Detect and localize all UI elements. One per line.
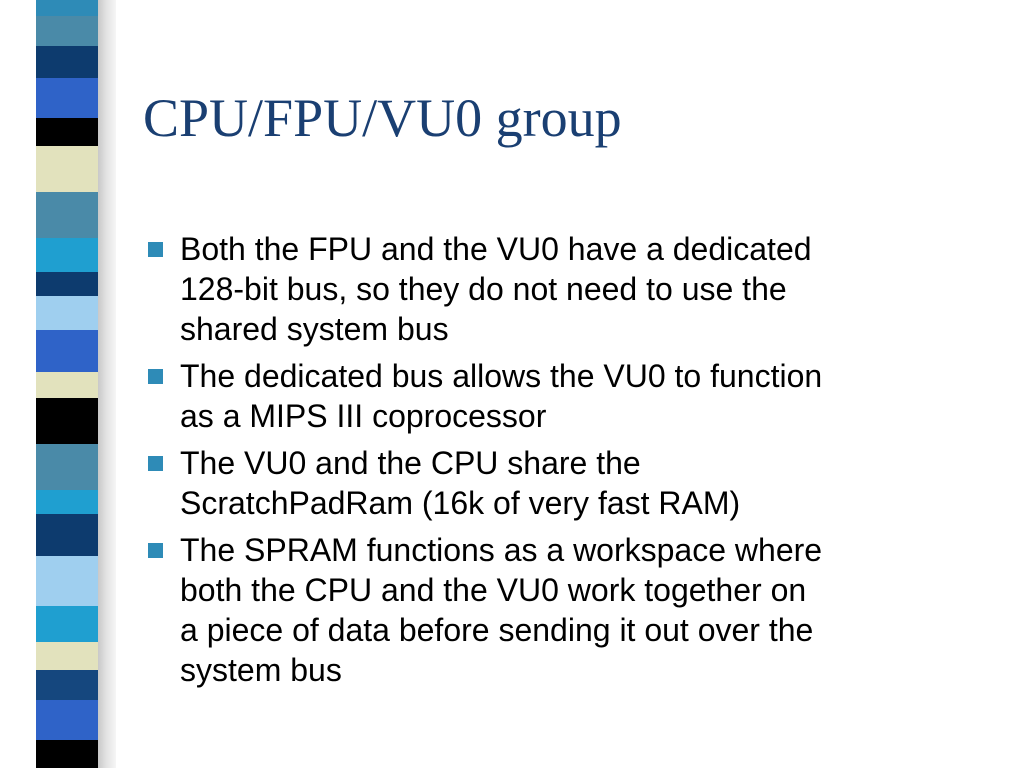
stripe-block xyxy=(36,118,98,146)
stripe-block xyxy=(36,0,98,16)
stripe-block xyxy=(36,16,98,46)
stripe-block xyxy=(36,606,98,642)
bullet-line: as a MIPS III coprocessor xyxy=(180,398,547,434)
bullet-line: Both the FPU and the VU0 have a dedicate… xyxy=(180,231,812,267)
bullet-line: ScratchPadRam (16k of very fast RAM) xyxy=(180,485,741,521)
bullet-line: system bus xyxy=(180,652,342,688)
stripe-block xyxy=(36,700,98,740)
square-bullet-icon xyxy=(148,456,163,471)
stripe-block xyxy=(36,670,98,700)
stripe-block xyxy=(36,556,98,606)
stripe-block xyxy=(36,192,98,238)
stripe-block xyxy=(36,642,98,670)
bullet-line: The SPRAM functions as a workspace where xyxy=(180,532,823,568)
stripe-block xyxy=(36,272,98,296)
bullet-line: both the CPU and the VU0 work together o… xyxy=(180,572,807,608)
stripe-block xyxy=(36,330,98,372)
stripe-block xyxy=(36,490,98,514)
bullet-line: 128-bit bus, so they do not need to use … xyxy=(180,271,787,307)
stripe-block xyxy=(36,46,98,78)
stripe-block xyxy=(36,238,98,272)
bullet-item: The SPRAM functions as a workspace where… xyxy=(146,530,996,690)
bullet-line: The dedicated bus allows the VU0 to func… xyxy=(180,358,823,394)
stripe-block xyxy=(36,78,98,118)
bullet-line: The VU0 and the CPU share the xyxy=(180,445,641,481)
stripe-block xyxy=(36,146,98,192)
square-bullet-icon xyxy=(148,543,163,558)
bullet-item: The dedicated bus allows the VU0 to func… xyxy=(146,356,996,436)
stripe-block xyxy=(36,514,98,556)
stripe-block xyxy=(36,398,98,444)
stripe-block xyxy=(36,372,98,398)
bullet-line: shared system bus xyxy=(180,311,449,347)
slide-title: CPU/FPU/VU0 group xyxy=(143,88,622,148)
bullet-line: a piece of data before sending it out ov… xyxy=(180,612,814,648)
stripe-block xyxy=(36,444,98,490)
bullet-list: Both the FPU and the VU0 have a dedicate… xyxy=(146,229,996,697)
stripe-block xyxy=(36,740,98,768)
stripe-shadow xyxy=(98,0,116,768)
bullet-item: Both the FPU and the VU0 have a dedicate… xyxy=(146,229,996,349)
stripe-block xyxy=(36,296,98,330)
square-bullet-icon xyxy=(148,242,163,257)
square-bullet-icon xyxy=(148,369,163,384)
bullet-item: The VU0 and the CPU share the ScratchPad… xyxy=(146,443,996,523)
decorative-stripe xyxy=(36,0,98,768)
